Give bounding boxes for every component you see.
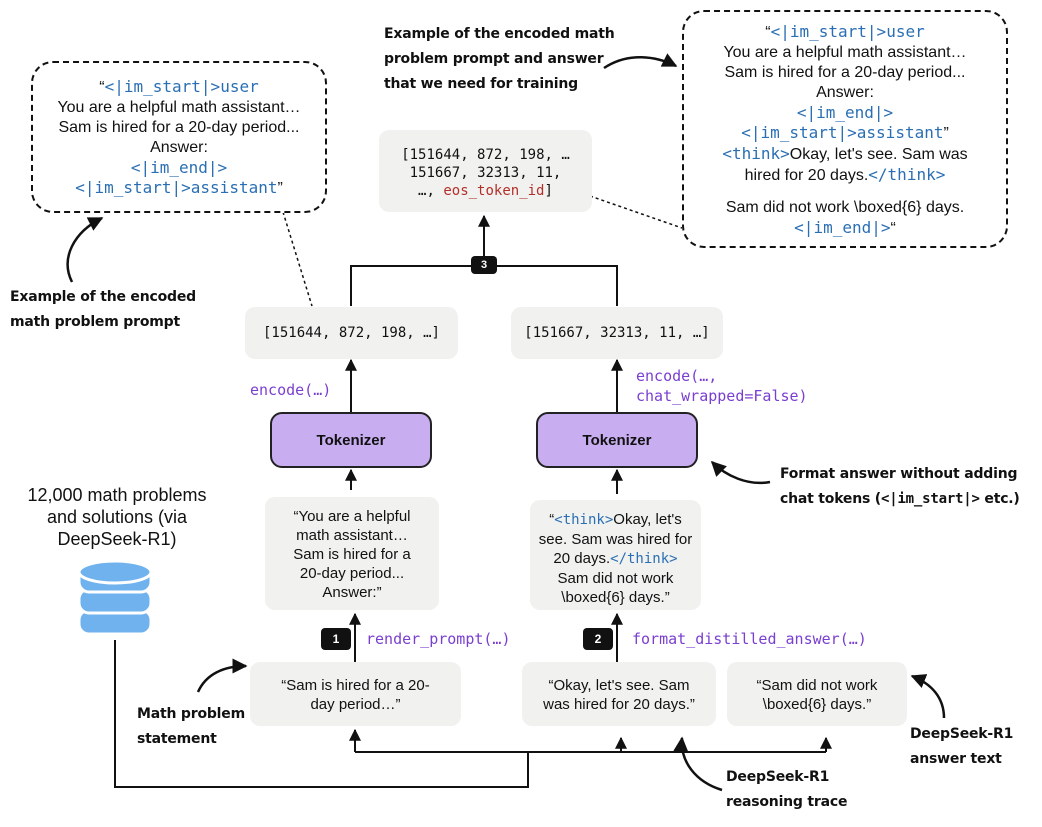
train-bubble-leader (589, 195, 683, 229)
dataset-to-bus-line (114, 640, 529, 788)
train-example-curve (603, 53, 678, 70)
prompt-token-ids-box: [151644, 872, 198, …] (245, 307, 458, 359)
think-open-tag: <think> (554, 512, 614, 528)
answer-text-annotation: DeepSeek-R1 answer text (910, 726, 1014, 767)
training-example-bubble: “<|im_start|>user You are a helpful math… (682, 10, 1008, 248)
answer-text-curve (910, 674, 946, 719)
encode-answer-call: encode(…, chat_wrapped=False) (636, 367, 808, 405)
problem-statement-box: “Sam is hired for a 20- day period…” (250, 662, 461, 726)
im-end-token: <|im_end|> (796, 103, 894, 122)
dataset-caption: 12,000 math problems and solutions (via … (27, 485, 207, 549)
think-close-tag: </think> (868, 165, 946, 184)
im-end-token: <|im_end|> (794, 218, 891, 237)
format-answer-annotation: Format answer without adding chat tokens… (780, 466, 1020, 507)
step-badge-3: 3 (471, 256, 497, 274)
think-open-tag: <think> (722, 144, 790, 163)
reasoning-trace-box: “Okay, let's see. Sam was hired for 20 d… (522, 662, 716, 726)
im-end-token: <|im_end|> (130, 158, 228, 177)
combined-token-ids-box: [151644, 872, 198, … 151667, 32313, 11, … (379, 130, 592, 212)
render-prompt-call: render_prompt(…) (366, 630, 511, 648)
think-close-tag: </think> (610, 551, 678, 567)
step-badge-2: 2 (583, 628, 613, 650)
prompt-bubble-leader (282, 211, 313, 307)
im-start-assistant-token: <|im_start|>assistant (75, 178, 278, 197)
prompt-example-annotation: Example of the encoded math problem prom… (10, 289, 196, 330)
reasoning-trace-curve (673, 736, 723, 792)
im-start-user-token: <|im_start|>user (104, 77, 259, 96)
im-start-assistant-token: <|im_start|>assistant (741, 123, 944, 142)
format-distilled-answer-call: format_distilled_answer(…) (632, 630, 867, 648)
format-answer-curve (710, 460, 771, 485)
answer-token-ids-box: [151667, 32313, 11, …] (511, 307, 723, 359)
math-statement-annotation: Math problem statement (137, 706, 245, 747)
training-example-annotation: Example of the encoded math problem prom… (384, 26, 615, 92)
distilled-answer-box: “<think>Okay, let's see. Sam was hired f… (530, 500, 701, 610)
tokenizer-right: Tokenizer (536, 412, 698, 468)
eos-token-id: eos_token_id (443, 183, 545, 199)
tokenizer-left: Tokenizer (270, 412, 432, 468)
prompt-example-bubble: “<|im_start|>user You are a helpful math… (31, 61, 327, 213)
math-statement-curve (196, 658, 248, 693)
rendered-prompt-box: “You are a helpful math assistant… Sam i… (265, 497, 439, 610)
answer-text-box: “Sam did not work \boxed{6} days.” (727, 662, 907, 726)
encode-prompt-call: encode(…) (250, 381, 332, 399)
reasoning-trace-annotation: DeepSeek-R1 reasoning trace (726, 769, 848, 810)
im-start-user-token: <|im_start|>user (770, 22, 925, 41)
step-badge-1: 1 (321, 628, 351, 650)
prompt-example-curve (66, 216, 104, 283)
